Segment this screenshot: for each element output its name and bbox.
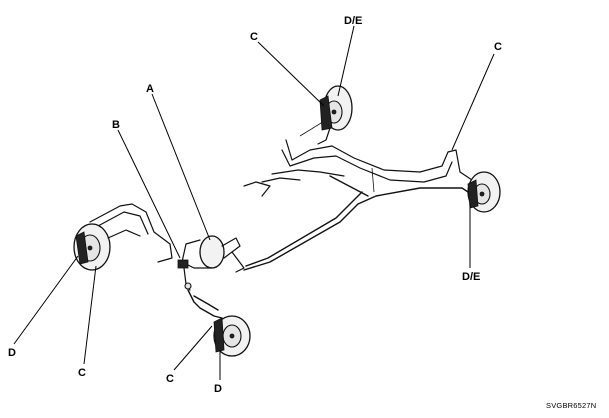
leader-c-left (83, 265, 97, 365)
leader-c-top (257, 41, 325, 107)
master-cylinder-booster (177, 235, 245, 291)
callout-c-left: C (78, 367, 86, 379)
callout-c-top: C (250, 31, 258, 43)
rear-axle (243, 119, 473, 197)
callout-de-top: D/E (344, 15, 362, 27)
figure-code: SVGBR6527N (546, 401, 596, 410)
callout-d-left: D (8, 347, 16, 359)
callout-de-right: D/E (462, 271, 480, 283)
leader-a (151, 93, 211, 241)
leader-c-right (451, 53, 495, 151)
leader-c-bottom (173, 325, 213, 371)
leader-lines (13, 25, 495, 380)
leader-de-top (337, 25, 355, 97)
rear-right-brake-assembly (467, 171, 501, 213)
front-left-brake-assembly (73, 203, 173, 271)
rear-left-brake-assembly (317, 85, 353, 145)
brake-pipes (243, 167, 469, 271)
callout-c-right: C (494, 41, 502, 53)
leader-d-left (13, 255, 79, 345)
leader-b (117, 129, 181, 259)
callout-d-bottom: D (214, 383, 222, 395)
callout-c-bottom: C (166, 373, 174, 385)
callout-a: A (146, 83, 154, 95)
front-right-brake-assembly (187, 289, 251, 357)
callout-b: B (112, 119, 120, 131)
